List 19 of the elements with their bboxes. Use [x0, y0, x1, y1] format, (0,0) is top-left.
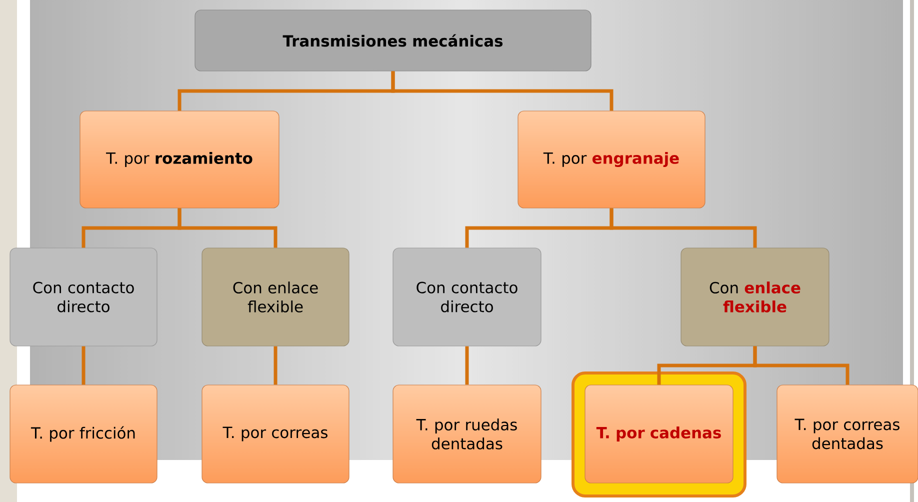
category-box: Con contacto directo [392, 248, 542, 346]
connector [82, 346, 86, 385]
category-box: T. por correas dentadas [776, 384, 918, 484]
category-box: T. por rozamiento [80, 110, 280, 208]
category-box: T. por ruedas dentadas [392, 384, 542, 484]
category-box: T. por cadenas [584, 384, 734, 484]
category-box: Con contacto directo [10, 248, 158, 346]
category-box: Con enlace flexible [202, 248, 350, 346]
title-box: Transmisiones mecánicas [194, 10, 592, 72]
connector [391, 71, 614, 111]
connector [610, 208, 757, 248]
category-box: T. por correas [202, 384, 350, 484]
category-box: T. por fricción [10, 384, 158, 484]
connector [465, 346, 469, 385]
category-box: T. por engranaje [518, 110, 706, 208]
connector [178, 208, 278, 248]
connector [274, 346, 278, 385]
category-box: Con enlace flexible [680, 248, 830, 346]
connector [753, 346, 850, 385]
